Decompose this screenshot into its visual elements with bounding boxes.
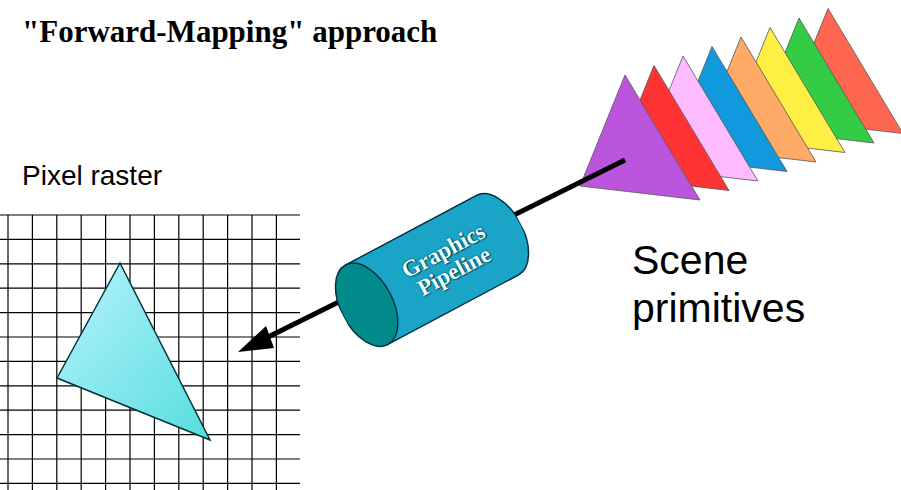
raster-triangle bbox=[57, 263, 210, 440]
scene-triangles bbox=[580, 9, 901, 201]
arrow-head bbox=[238, 326, 274, 352]
raster-label: Pixel raster bbox=[22, 160, 162, 192]
pixel-grid bbox=[0, 215, 300, 490]
primitives-label: Scene primitives bbox=[632, 236, 872, 332]
pipeline-cylinder: Graphics Pipeline bbox=[322, 182, 542, 357]
title: "Forward-Mapping" approach bbox=[22, 14, 437, 50]
